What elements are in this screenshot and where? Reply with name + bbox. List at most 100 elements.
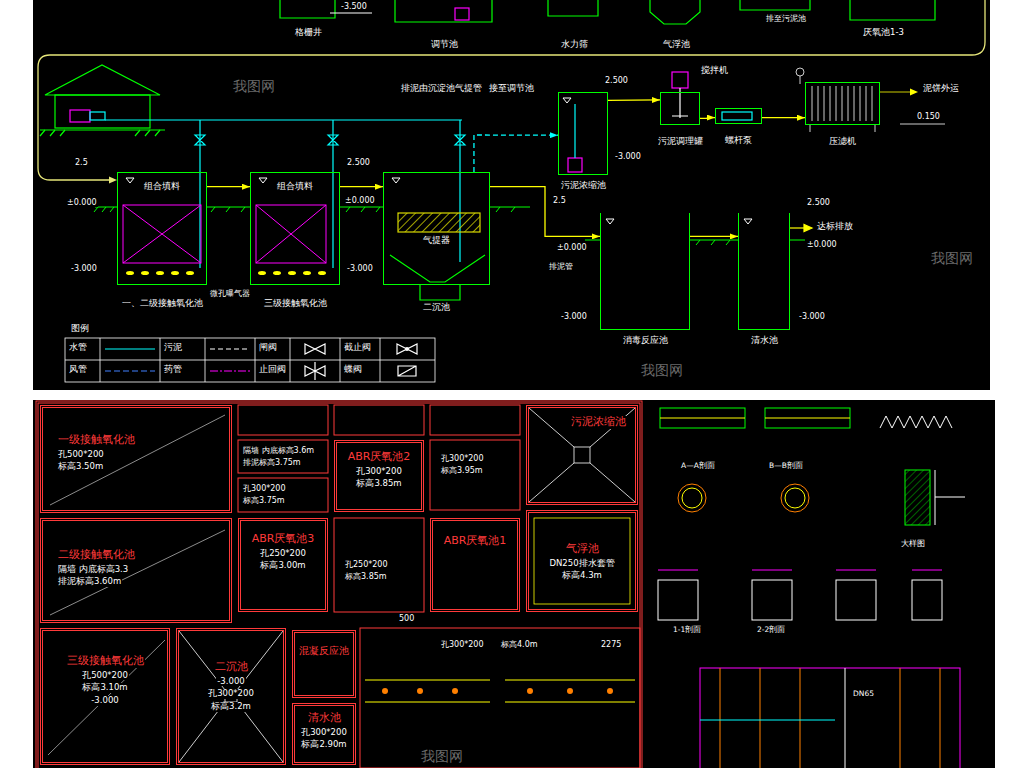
filter-press: 压滤机 <box>805 82 880 125</box>
part-name: 搅拌机 <box>700 66 729 76</box>
room-note: 标高3.50m <box>57 462 104 472</box>
upper-structures <box>548 0 598 16</box>
pump-house <box>70 110 90 122</box>
section-details <box>660 418 745 419</box>
water-level <box>126 98 752 224</box>
elevation: -3.000 <box>70 264 98 273</box>
dimension: 500 <box>398 614 415 623</box>
sheet-ground <box>33 400 995 768</box>
plan-walls <box>430 405 520 435</box>
plan-note: 孔300*200 <box>440 640 485 649</box>
grade-line <box>94 207 730 245</box>
pipe-note: 排至污泥池 <box>765 14 807 23</box>
flow-arrowhead <box>109 177 117 184</box>
room-name: 污泥浓缩池 <box>570 416 627 429</box>
room-note: 孔250*200 <box>259 549 307 559</box>
pipe-note: 排泥管 <box>548 262 574 271</box>
pipe-note: 泥饼外运 <box>922 84 960 94</box>
room-note: 标高2.90m <box>300 740 347 750</box>
pipe-detail <box>365 680 635 702</box>
section-details <box>658 570 942 571</box>
plan-note: 孔250*200 <box>344 560 389 569</box>
room-name: 气浮池 <box>565 543 600 556</box>
plan-room: ABR厌氧池3孔250*200标高3.00m <box>238 518 328 612</box>
media-packing <box>256 205 326 263</box>
plan-room: 混凝反应池 <box>292 630 356 698</box>
filter-press <box>812 86 872 121</box>
plan-note: 标高3.85m <box>344 572 388 581</box>
unit-name: 一、二级接触氧化池 <box>121 298 204 308</box>
upper-structures <box>740 0 810 10</box>
watermark: 我图网 <box>420 748 464 764</box>
elevation: -3.000 <box>798 312 826 321</box>
dimension: 2275 <box>600 640 622 649</box>
pipe-detail <box>382 688 388 694</box>
screw-pump: 螺杆泵 <box>715 108 762 124</box>
pipe-connector <box>207 186 250 187</box>
plan-walls <box>36 401 642 768</box>
sludge-equipment <box>574 104 575 158</box>
aerator <box>318 271 326 275</box>
part-name: 微孔曝气器 <box>209 290 251 299</box>
section-details <box>836 580 876 620</box>
legend-samples <box>305 344 325 354</box>
pipe-connector <box>490 187 600 237</box>
elevation: 2.5 <box>74 158 89 167</box>
plan-room: 污泥浓缩池 <box>526 405 638 505</box>
pipe-connector <box>608 99 660 101</box>
settler-hopper <box>420 285 460 300</box>
section-details <box>765 408 850 428</box>
aerator <box>258 271 266 275</box>
plan-walls <box>430 440 520 510</box>
elevation: 2.500 <box>346 158 371 167</box>
room-note: 孔300*200 <box>300 728 348 738</box>
room-note: 孔300*200 <box>355 467 403 477</box>
legend-table <box>65 338 435 382</box>
upper-structures <box>330 12 372 13</box>
flow-frame <box>38 0 985 180</box>
room-note: 孔500*200 <box>81 671 129 681</box>
section-title: 2-2剖面 <box>756 626 786 635</box>
pipe-connector <box>340 186 383 187</box>
aerator <box>156 271 164 275</box>
elevation: ±0.000 <box>344 196 376 205</box>
flow-arrowhead <box>109 177 117 184</box>
plan-room: 二级接触氧化池隔墙 内底标高3.3排泥标高3.60m <box>40 518 232 623</box>
legend-samples <box>210 370 250 371</box>
discharge-pipe <box>804 225 812 232</box>
room-name: ABR厌氧池2 <box>347 451 412 464</box>
aeration-tank: 组合填料三级接触氧化池 <box>250 172 340 285</box>
room-name: ABR厌氧池3 <box>251 533 316 546</box>
plan-room: ABR厌氧池1 <box>430 518 520 612</box>
media-packing <box>256 205 326 263</box>
room-note: 标高4.3m <box>561 571 603 581</box>
elevation: 0.150 <box>916 112 941 121</box>
section-title: 大样图 <box>900 540 926 549</box>
air-pipe <box>105 119 462 120</box>
legend-table <box>65 338 435 382</box>
air-pipe <box>195 135 465 145</box>
pipe-note: 接至调节池 <box>488 84 535 94</box>
media-packing <box>123 205 326 263</box>
section-details <box>935 470 965 525</box>
pump-house <box>55 95 150 128</box>
elevation: -3.500 <box>340 2 368 11</box>
section-details <box>720 668 940 768</box>
pipe-connector <box>690 236 738 237</box>
sheet-ground <box>33 0 990 390</box>
plan-hopper-lines <box>48 415 225 755</box>
section-details <box>880 416 952 428</box>
aerator <box>303 271 311 275</box>
elevation: 2.5 <box>552 196 567 205</box>
pump-house <box>90 112 105 120</box>
pipe-note: 排泥由沉淀池气提管 <box>400 84 483 94</box>
legend-title: 图例 <box>70 324 90 334</box>
plan-note: 孔300*200 <box>242 484 287 493</box>
upper-structures <box>280 0 935 24</box>
elevation: 2.500 <box>806 198 831 207</box>
pipe-connector <box>474 135 558 172</box>
room-name: 二沉池 <box>214 661 249 674</box>
room-name: 一级接触氧化池 <box>57 434 136 447</box>
pipe-detail <box>365 680 635 702</box>
